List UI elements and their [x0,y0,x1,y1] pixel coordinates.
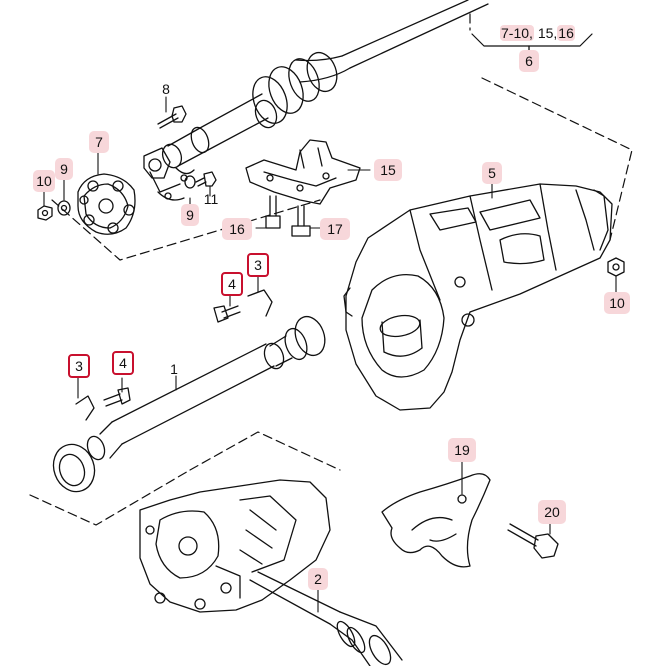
callout-16: 16 [222,218,252,240]
callout-19: 19 [448,438,476,462]
callout-8: 8 [162,81,170,97]
bolt-11-washer [184,171,217,189]
callout-4-lower: 4 [112,351,134,375]
callout-2: 2 [308,568,328,590]
group-part-16-label: 16 [557,25,575,41]
nut-washer-left [37,200,71,221]
nut-10-right [607,257,625,277]
callout-10-left: 10 [33,170,55,192]
callout-5: 5 [482,162,502,184]
callout-6: 6 [519,50,539,72]
callout-15: 15 [374,159,402,181]
gearbox [343,183,613,411]
dashed-frames [29,13,633,526]
callout-7: 7 [89,131,109,153]
group-bracket [471,33,593,47]
group-part-15-label: 15, [537,25,558,41]
callout-9-right: 9 [181,204,199,226]
bolt-20 [507,523,559,559]
mount-bracket [245,139,361,205]
callout-11: 11 [203,191,219,207]
group-range-label: 7-10, [500,25,534,41]
group-parts-label: 7-10, 15,16 [500,25,575,41]
callout-1: 1 [170,361,178,377]
cleaning-cloth [381,473,491,568]
callout-3-upper: 3 [247,253,269,277]
bolts-16-17 [265,195,311,237]
callout-20: 20 [538,500,566,524]
callout-9-left: 9 [55,158,73,180]
callout-10-right: 10 [604,292,630,314]
bolt-8 [157,105,187,129]
callout-3-lower: 3 [68,354,90,378]
coupling-disc [77,173,136,235]
upper-shaft [161,0,489,175]
clamps-3-4 [75,289,273,421]
callout-4-upper: 4 [221,272,243,296]
callout-17: 17 [320,218,350,240]
lower-shaft [52,315,326,493]
front-differential [139,479,403,666]
joint-flange [143,147,188,201]
